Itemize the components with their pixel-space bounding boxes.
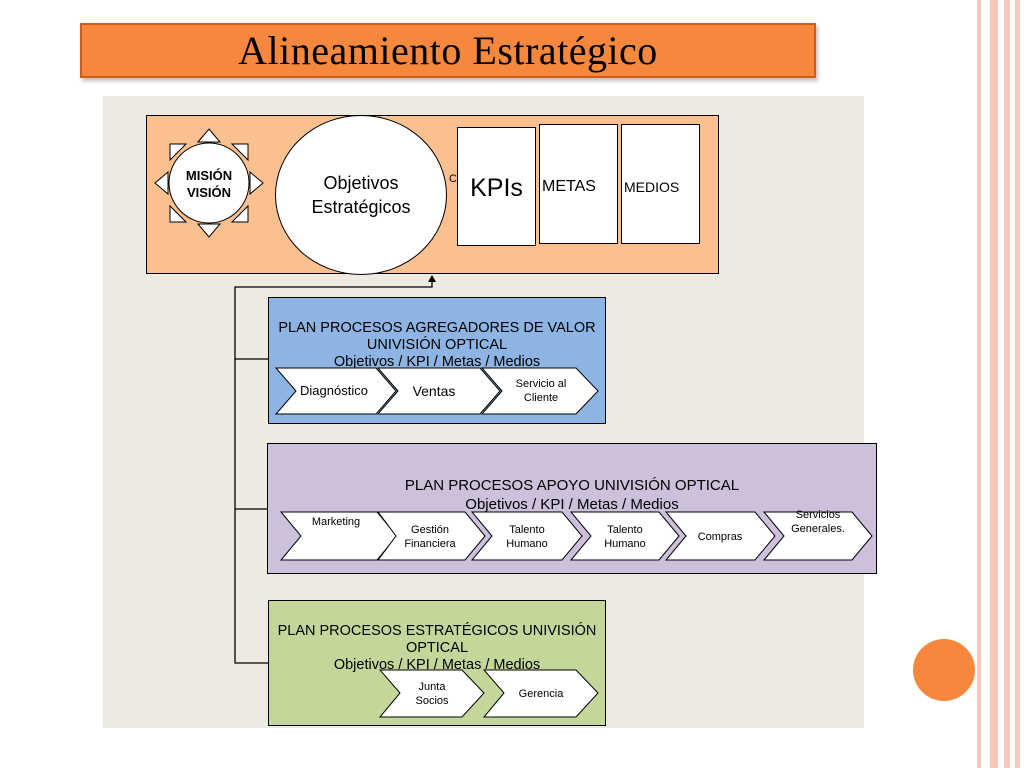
- metas-label: METAS: [542, 178, 596, 195]
- process-chevron: [376, 367, 501, 415]
- mission-vision-label: MISIÓN VISIÓN: [169, 167, 249, 201]
- metas-card: METAS: [539, 124, 618, 244]
- mission-text: MISIÓN: [185, 168, 233, 183]
- value-plan-title: PLAN PROCESOS AGREGADORES DE VALOR UNIVI…: [278, 320, 596, 370]
- objectives-line1: Objetivos: [323, 173, 399, 193]
- kpis-card: KPIs: [457, 127, 536, 246]
- strategic-objectives-circle: Objetivos Estratégicos: [275, 115, 447, 275]
- process-chevron: [274, 367, 397, 415]
- process-chevron: [377, 511, 486, 561]
- decor-stripe: [1015, 0, 1020, 768]
- objectives-line2: Estratégicos: [311, 197, 411, 217]
- process-chevron: [664, 511, 776, 561]
- mission-vision-sun-icon: [154, 128, 264, 238]
- process-label: Diagnóstico: [300, 383, 368, 398]
- process-chevron: [279, 511, 398, 561]
- decor-stripe: [1004, 0, 1010, 768]
- process-label: Compras: [697, 531, 743, 543]
- process-chevron: [470, 511, 583, 561]
- title-bar: Alineamiento Estratégico: [80, 23, 816, 78]
- strategic-plan-title: PLAN PROCESOS ESTRATÉGICOS UNIVISIÓN OPT…: [277, 623, 597, 673]
- process-chevron: [762, 511, 873, 561]
- process-chevron: [378, 669, 485, 718]
- process-chevron: [569, 511, 680, 561]
- process-label: Gerencia: [518, 688, 564, 700]
- process-chevron: [480, 367, 599, 415]
- medios-card: MEDIOS: [621, 124, 700, 244]
- support-plan-title: PLAN PROCESOS APOYO UNIVISIÓN OPTICAL Ob…: [404, 477, 740, 513]
- kpis-label: KPIs: [470, 174, 523, 202]
- slide-title: Alineamiento Estratégico: [238, 28, 658, 73]
- accent-dot: [913, 639, 975, 701]
- process-label: Ventas: [412, 383, 456, 399]
- decor-stripe: [977, 0, 981, 768]
- medios-label: MEDIOS: [624, 179, 680, 195]
- process-label: Marketing: [311, 516, 361, 528]
- process-chevron: [482, 669, 599, 718]
- vision-text: VISIÓN: [186, 185, 232, 200]
- decor-stripe: [990, 0, 998, 768]
- stray-letter: C: [449, 173, 457, 185]
